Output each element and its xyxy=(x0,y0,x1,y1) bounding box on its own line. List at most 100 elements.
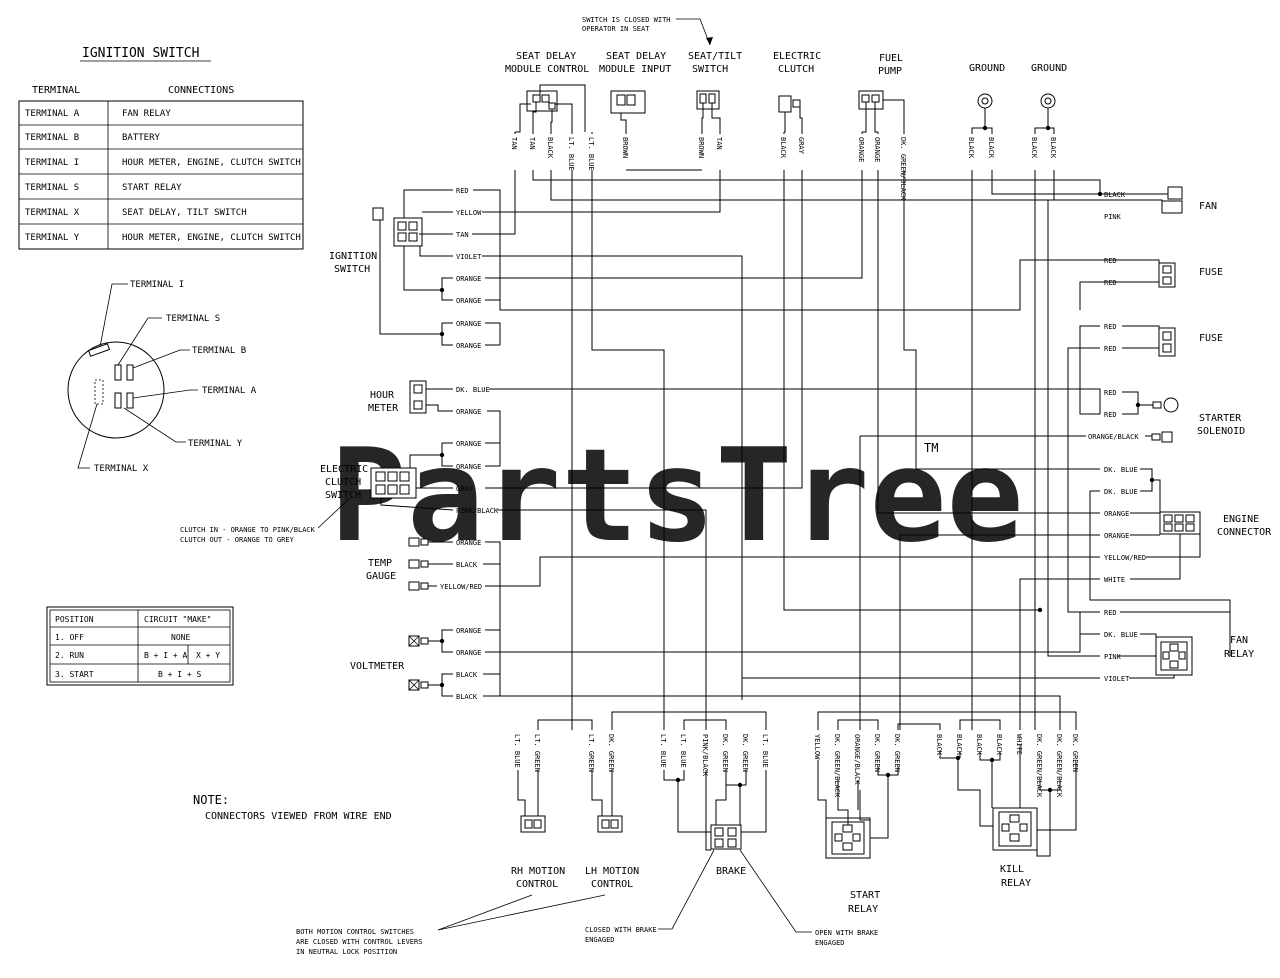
wire xyxy=(485,611,1100,653)
position-header: POSITION xyxy=(55,615,94,624)
wire xyxy=(1140,480,1153,492)
position-off: 1. OFF xyxy=(55,633,84,642)
wire xyxy=(1047,170,1100,657)
wire-label: BLACK xyxy=(456,671,478,679)
wire-label: ORANGE xyxy=(456,463,481,471)
junction-dot xyxy=(1097,191,1103,197)
wire xyxy=(971,108,986,132)
wire xyxy=(817,711,1077,730)
svg-text:SEAT DELAY: SEAT DELAY xyxy=(606,51,666,62)
wire-label: ORANGE xyxy=(1104,510,1129,518)
wire-label: TAN xyxy=(456,231,469,239)
wire-label: DK. BLUE xyxy=(456,386,490,394)
wire-label: VIOLET xyxy=(1104,675,1130,683)
wire xyxy=(711,103,721,132)
wire xyxy=(1122,325,1160,336)
wire xyxy=(1034,108,1049,132)
wire-label: BLACK xyxy=(456,693,478,701)
wire-label: RED xyxy=(1104,411,1117,419)
wire-label: DK. BLUE xyxy=(1104,466,1138,474)
wire-label: BLACK xyxy=(995,734,1003,756)
engine-connector xyxy=(1159,511,1201,535)
wire-label: BLACK xyxy=(456,561,478,569)
wire-label: VIOLET xyxy=(456,253,482,261)
fuse-1 xyxy=(1158,262,1176,288)
table-row-connection: START RELAY xyxy=(122,183,182,193)
wire xyxy=(1140,633,1157,650)
wire-label: LT. BLUE xyxy=(513,734,521,768)
seat-switch-note: SWITCH IS CLOSED WITH OPERATOR IN SEAT xyxy=(582,16,713,46)
wire xyxy=(1122,391,1153,406)
wire xyxy=(428,673,453,686)
note-text: CONNECTORS VIEWED FROM WIRE END xyxy=(205,811,392,822)
ground-ring-2 xyxy=(1040,93,1056,109)
wire-label: YELLOW xyxy=(813,734,821,760)
svg-text:ELECTRIC: ELECTRIC xyxy=(320,464,368,475)
svg-text:CLOSED WITH BRAKE: CLOSED WITH BRAKE xyxy=(585,926,657,934)
wire-label: BLACK xyxy=(546,137,554,159)
seat-delay-input-connector xyxy=(610,90,646,114)
wire xyxy=(1036,780,1051,857)
svg-text:PUMP: PUMP xyxy=(878,66,902,77)
svg-text:CLUTCH: CLUTCH xyxy=(325,477,361,488)
wire xyxy=(380,498,454,511)
seat-tilt-connector xyxy=(696,90,720,110)
wire xyxy=(485,556,1100,587)
table-row-terminal: TERMINAL S xyxy=(25,183,79,193)
wire-label: DK. GREEN xyxy=(607,734,615,772)
svg-text:ELECTRIC: ELECTRIC xyxy=(773,51,821,62)
table-row-terminal: TERMINAL I xyxy=(25,158,79,168)
table-row-terminal: TERMINAL Y xyxy=(25,233,80,243)
wire xyxy=(620,113,627,132)
wire xyxy=(1122,405,1139,415)
svg-text:GROUND: GROUND xyxy=(969,63,1005,74)
fan-relay-connector xyxy=(1155,636,1193,676)
svg-text:ENGAGED: ENGAGED xyxy=(585,936,615,944)
wire-label: YELLOW xyxy=(456,209,482,217)
wire xyxy=(485,443,501,467)
wire-label: BROWN xyxy=(697,137,705,158)
wire-label: DK. GREEN/BLACK xyxy=(833,734,841,798)
wire xyxy=(799,103,803,132)
wire xyxy=(472,170,516,235)
brake-connector xyxy=(710,824,742,850)
table-row-terminal: TERMINAL B xyxy=(25,133,79,143)
wire xyxy=(903,170,1100,470)
svg-text:ARE CLOSED WITH CONTROL LEVERS: ARE CLOSED WITH CONTROL LEVERS xyxy=(296,938,422,946)
fuel-pump-connector xyxy=(858,90,884,110)
wire xyxy=(1079,325,1100,415)
svg-text:HOUR: HOUR xyxy=(370,390,395,401)
wire xyxy=(441,334,453,346)
top-component-labels: SEAT DELAY MODULE CONTROL SEAT DELAY MOD… xyxy=(505,51,1067,77)
lh-motion-connector xyxy=(597,815,623,833)
wire xyxy=(489,388,1101,392)
wire-label: GRAY xyxy=(456,485,474,493)
wire-label: LT. BLUE xyxy=(679,734,687,768)
wire-paths xyxy=(379,84,1231,857)
wire-label: PINK/BLACK xyxy=(456,507,499,515)
wire-label: ORANGE xyxy=(873,137,881,162)
seat-delay-control-connector xyxy=(526,90,558,112)
svg-text:RH MOTION: RH MOTION xyxy=(511,866,565,877)
wire-label: DK. GREEN xyxy=(873,734,881,772)
wire xyxy=(1130,534,1181,580)
wire-label: RED xyxy=(1104,323,1117,331)
wire-label: ORANGE xyxy=(456,649,481,657)
svg-text:CONTROL: CONTROL xyxy=(516,879,558,890)
wire xyxy=(403,189,453,218)
table-header-terminal: TERMINAL xyxy=(32,85,80,96)
wire-label: RED xyxy=(1104,389,1117,397)
wire xyxy=(403,246,453,291)
circuit-header: CIRCUIT "MAKE" xyxy=(144,615,211,624)
table-row-terminal: TERMINAL A xyxy=(25,109,80,119)
svg-text:FUEL: FUEL xyxy=(879,53,903,64)
wire-label: DK. GREEN xyxy=(1071,734,1079,772)
wire xyxy=(1037,762,1077,831)
wire xyxy=(550,170,1163,207)
svg-text:FAN: FAN xyxy=(1230,635,1248,646)
wire-label: BLACK xyxy=(975,734,983,756)
wire xyxy=(715,770,727,825)
fuse-2 xyxy=(1158,327,1176,357)
brake-closed-note: CLOSED WITH BRAKE ENGAGED xyxy=(585,849,715,944)
wire xyxy=(1079,633,1100,652)
